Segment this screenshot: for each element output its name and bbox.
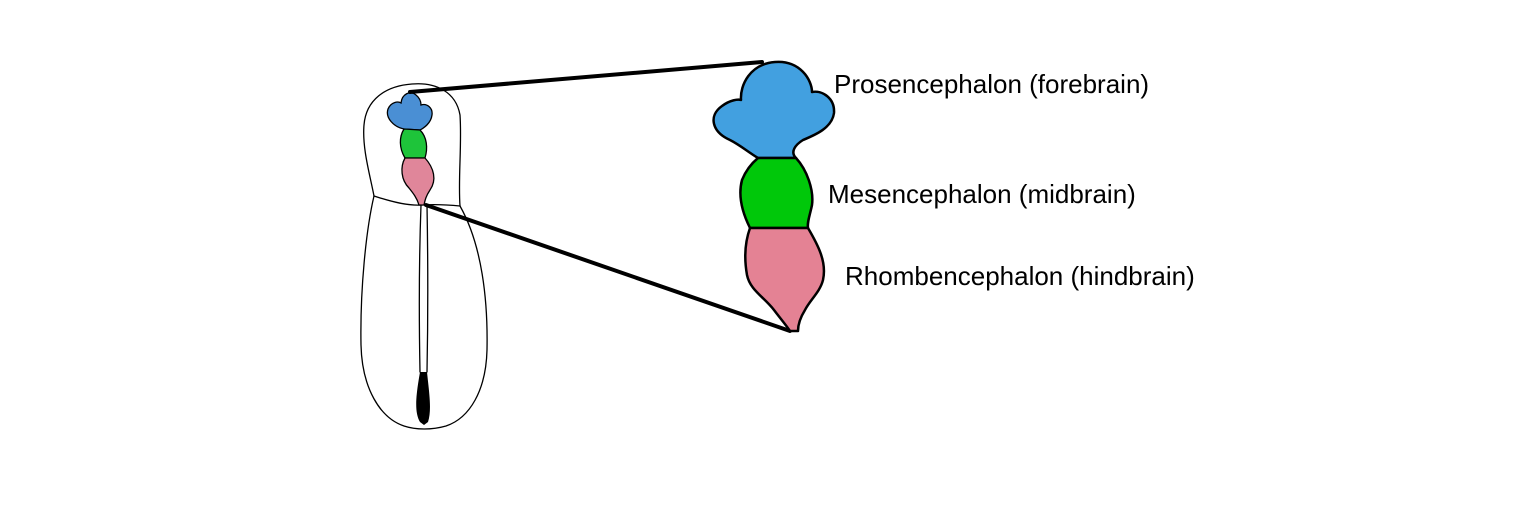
small-brain [386,92,435,206]
small-midbrain-vesicle [399,128,428,159]
hindbrain-vesicle [744,226,826,333]
neural-tube [418,204,429,373]
small-hindbrain-vesicle [401,157,435,206]
hindbrain-label: Rhombencephalon (hindbrain) [845,261,1195,291]
embryo-outline [360,83,488,430]
embryo-body-outline [360,195,488,430]
zoom-line-top [408,60,764,94]
forebrain-label: Prosencephalon (forebrain) [834,69,1149,99]
midbrain-vesicle [739,156,814,230]
small-forebrain-vesicle [386,92,433,131]
embryo-head-outline [363,83,462,207]
primitive-streak [416,372,430,425]
enlarged-brain [712,60,836,333]
forebrain-vesicle [712,60,836,160]
midbrain-label: Mesencephalon (midbrain) [828,179,1136,209]
zoom-lines [408,60,792,333]
zoom-line-bottom [424,203,792,333]
